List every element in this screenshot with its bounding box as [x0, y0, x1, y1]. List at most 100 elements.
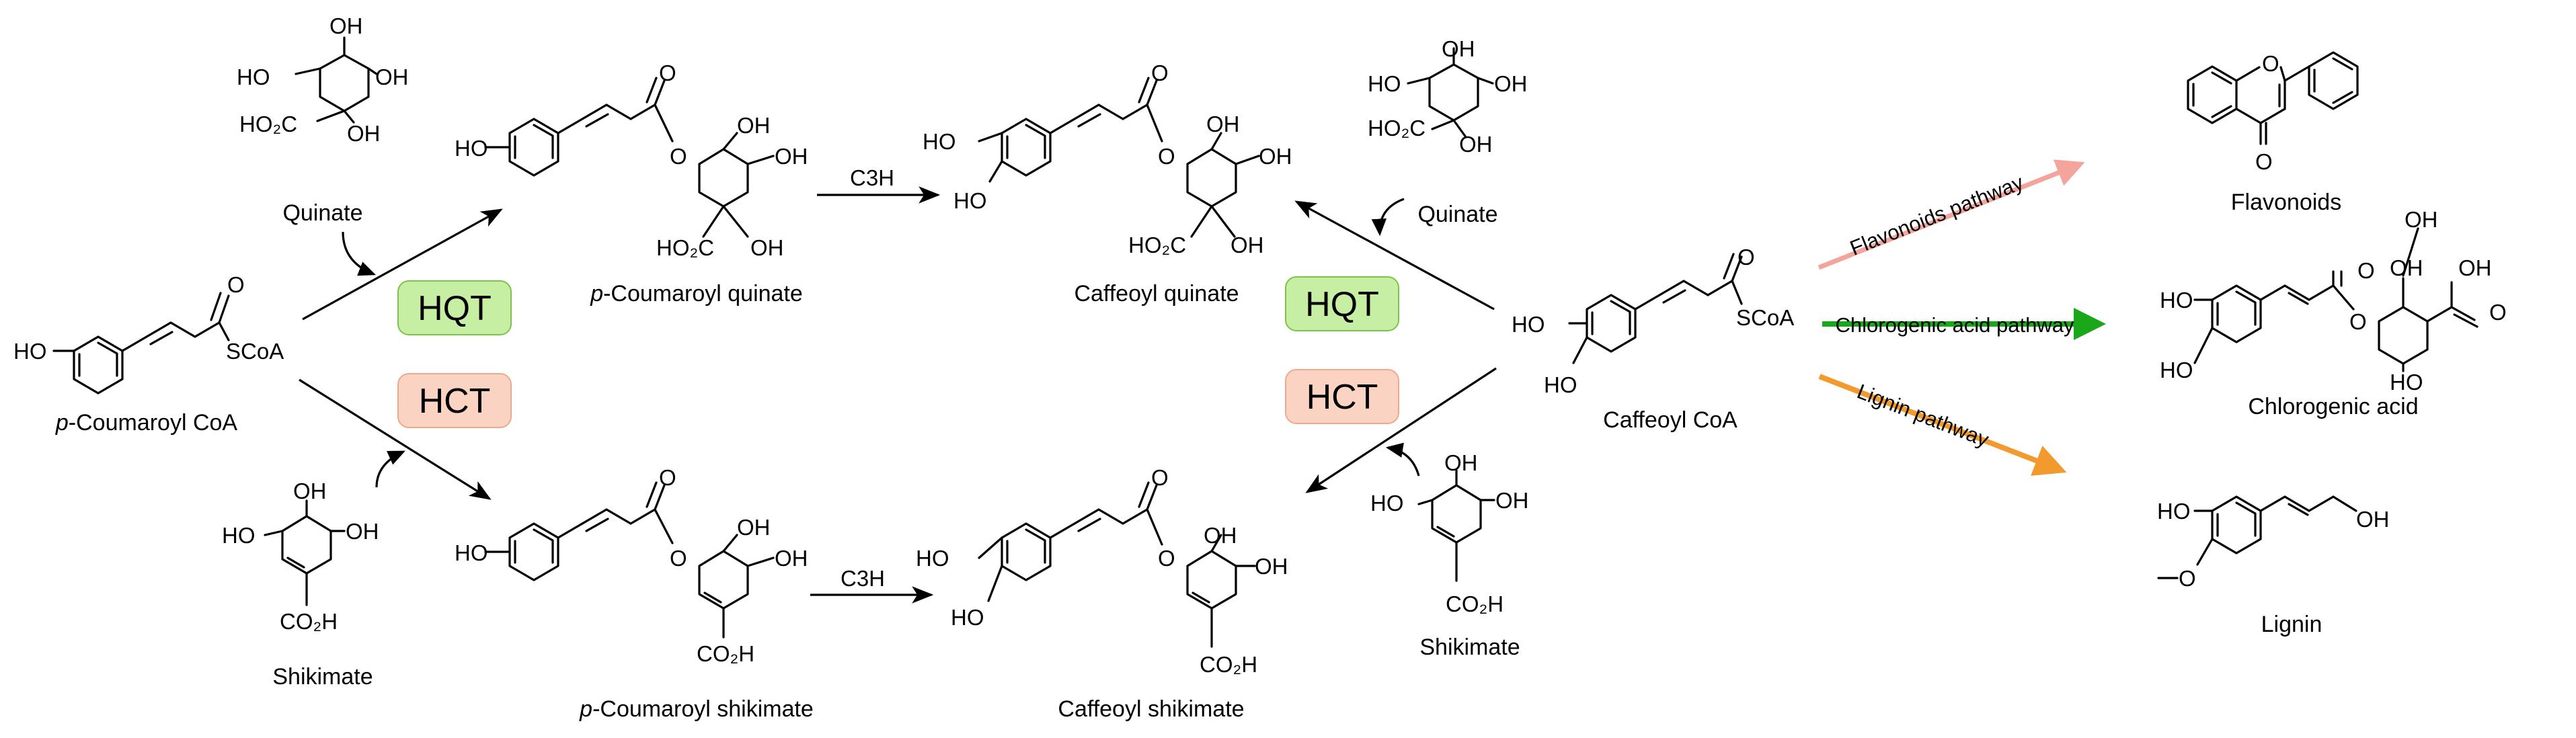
- svg-text:HO: HO: [1368, 71, 1401, 96]
- svg-text:HO₂C: HO₂C: [1368, 116, 1426, 140]
- svg-text:OH: OH: [737, 515, 771, 540]
- svg-text:HO: HO: [2160, 288, 2193, 313]
- svg-text:OH: OH: [1259, 144, 1292, 169]
- svg-text:O: O: [1151, 465, 1169, 490]
- label-caffeoyl-coa: Caffeoyl CoA: [1603, 407, 1738, 433]
- svg-text:HQT: HQT: [418, 289, 492, 328]
- svg-text:OH: OH: [2356, 507, 2390, 532]
- svg-text:SCoA: SCoA: [1736, 305, 1794, 330]
- label-shikimate-right: Shikimate: [1419, 634, 1520, 660]
- svg-text:O: O: [1738, 245, 1755, 270]
- quinate-structure-right: HO OH OH HO₂C OH: [1368, 36, 1528, 157]
- svg-text:HO: HO: [455, 540, 488, 565]
- svg-text:HO: HO: [923, 129, 956, 154]
- svg-text:O: O: [670, 144, 687, 169]
- svg-text:O: O: [2262, 51, 2279, 76]
- hct-box-right: HCT: [1285, 369, 1399, 424]
- label-chlorogenic-acid: Chlorogenic acid: [2248, 394, 2418, 419]
- svg-text:HQT: HQT: [1305, 285, 1379, 324]
- c3h-label-top: C3H: [850, 165, 894, 190]
- svg-text:OH: OH: [375, 65, 409, 89]
- flavonoids-pathway-arrow: Flavonoids pathway: [1818, 159, 2085, 270]
- svg-text:OH: OH: [1231, 233, 1264, 257]
- svg-text:OH: OH: [347, 121, 381, 146]
- svg-text:HO: HO: [455, 136, 488, 161]
- label-lignin: Lignin: [2261, 612, 2323, 637]
- atom-scoa: SCoA: [226, 339, 284, 364]
- caffeoyl-quinate-structure: HO HO O O OH OH HO₂C OH: [923, 60, 1292, 257]
- label-p-coumaroyl-shikimate: p-Coumaroyl shikimate: [579, 696, 814, 722]
- svg-text:O: O: [670, 546, 687, 571]
- lignin-pathway-label: Lignin pathway: [1854, 379, 1992, 452]
- svg-text:OH: OH: [1255, 554, 1288, 579]
- chlorogenic-pathway-arrow: Chlorogenic acid pathway: [1822, 308, 2106, 340]
- svg-text:HO: HO: [2160, 358, 2193, 382]
- svg-text:OH: OH: [750, 235, 784, 260]
- quinate-input-curve: [342, 231, 376, 276]
- svg-text:HO: HO: [222, 523, 256, 548]
- svg-text:O: O: [2357, 258, 2375, 283]
- svg-text:CO₂H: CO₂H: [1200, 652, 1257, 677]
- svg-text:OH: OH: [775, 546, 808, 571]
- label-p-coumaroyl-coa: p-Coumaroyl CoA: [55, 410, 238, 436]
- label-quinate-left: Quinate: [282, 200, 362, 226]
- label-quinate-right: Quinate: [1417, 202, 1497, 227]
- svg-text:OH: OH: [1206, 112, 1240, 136]
- hqt-box-right: HQT: [1285, 276, 1399, 331]
- shikimate-structure-left: HO OH OH CO₂H: [222, 479, 379, 634]
- svg-text:HCT: HCT: [419, 382, 491, 421]
- atom-ho: HO: [13, 339, 47, 364]
- svg-text:HO: HO: [237, 65, 270, 89]
- svg-text:HO: HO: [916, 546, 949, 571]
- svg-text:HO₂C: HO₂C: [239, 112, 297, 136]
- svg-text:OH: OH: [2405, 207, 2438, 232]
- svg-text:HO: HO: [1544, 372, 1577, 397]
- svg-text:O: O: [1158, 144, 1175, 169]
- svg-text:HO: HO: [1512, 312, 1545, 337]
- flavone-structure: O O: [2187, 51, 2359, 174]
- svg-text:HO: HO: [951, 605, 984, 630]
- svg-text:O: O: [2179, 566, 2196, 591]
- svg-text:O: O: [1158, 546, 1175, 571]
- label-caffeoyl-shikimate: Caffeoyl shikimate: [1058, 696, 1244, 722]
- chlorogenic-pathway-label: Chlorogenic acid pathway: [1836, 313, 2074, 337]
- svg-text:O: O: [2349, 309, 2367, 334]
- svg-text:OH: OH: [1495, 488, 1529, 513]
- label-shikimate-left: Shikimate: [272, 664, 373, 690]
- p-coumaroyl-coa-structure: HO O SCoA: [13, 272, 284, 395]
- chlorogenic-acid-structure: HO HO O O OH OH OH O HO: [2160, 207, 2507, 395]
- label-p-coumaroyl-quinate: p-Coumaroyl quinate: [590, 281, 803, 306]
- svg-text:OH: OH: [1442, 36, 1475, 61]
- svg-text:CO₂H: CO₂H: [1446, 591, 1504, 616]
- atom-o: O: [227, 272, 245, 297]
- svg-text:OH: OH: [2458, 255, 2492, 280]
- shikimate-structure-right: HO OH OH CO₂H: [1370, 450, 1529, 616]
- svg-text:OH: OH: [346, 519, 379, 544]
- svg-text:OH: OH: [1494, 71, 1528, 96]
- shikimate-input-curve-left: [375, 450, 405, 488]
- svg-text:OH: OH: [1204, 523, 1237, 548]
- svg-text:O: O: [659, 465, 676, 490]
- svg-text:HO: HO: [2157, 499, 2191, 524]
- svg-text:O: O: [659, 60, 676, 85]
- quinate-structure-left: HO OH OH HO₂C OH: [237, 13, 409, 146]
- svg-text:HO: HO: [953, 188, 987, 213]
- svg-text:HO: HO: [1370, 491, 1404, 516]
- p-coumaroyl-quinate-structure: HO O O OH OH HO₂C OH: [455, 60, 808, 260]
- arrow-to-caffeoyl-quinate: [1294, 200, 1495, 311]
- c3h-label-bottom: C3H: [841, 566, 885, 591]
- svg-text:OH: OH: [293, 479, 327, 503]
- svg-text:OH: OH: [329, 13, 363, 38]
- caffeoyl-shikimate-structure: HO HO O O OH OH CO₂H: [916, 465, 1288, 677]
- shikimate-input-curve-right: [1385, 442, 1420, 477]
- arrow-to-p-coumaroyl-quinate: [302, 208, 503, 321]
- lignin-pathway-arrow: Lignin pathway: [1818, 374, 2067, 476]
- svg-text:HO₂C: HO₂C: [656, 235, 714, 260]
- lignin-structure: HO O OH: [2157, 495, 2390, 591]
- svg-text:OH: OH: [1444, 450, 1478, 475]
- caffeoyl-coa-structure: HO HO O SCoA: [1512, 245, 1794, 397]
- svg-text:O: O: [2255, 149, 2273, 174]
- svg-text:OH: OH: [775, 144, 808, 169]
- svg-text:O: O: [2489, 300, 2507, 325]
